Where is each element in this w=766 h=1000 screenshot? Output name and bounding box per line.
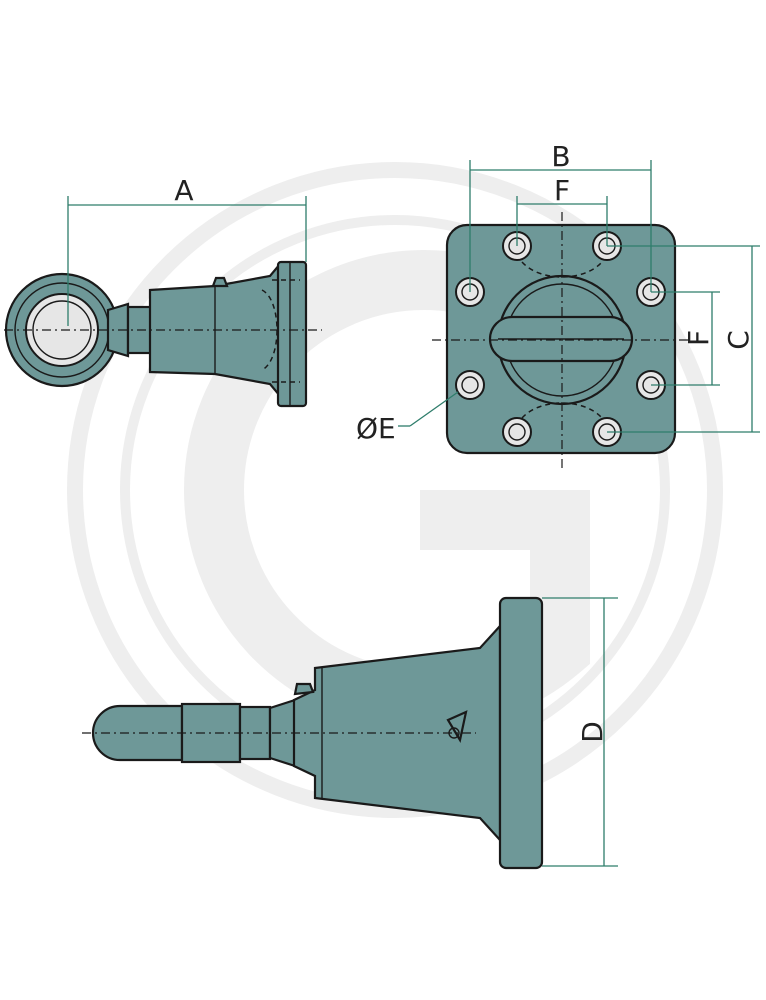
label-b: B (551, 140, 570, 173)
dimension-f-top: F (516, 174, 608, 246)
front-view (432, 212, 690, 468)
label-c: C (722, 330, 755, 350)
label-f-top: F (554, 174, 570, 207)
label-f-side: F (682, 330, 715, 346)
dimension-c: C (607, 245, 760, 433)
label-d: D (576, 721, 609, 743)
dimension-e: ØE (356, 391, 459, 445)
dimension-d: D (542, 597, 618, 867)
dimension-f-side: F (651, 291, 720, 386)
label-a: A (174, 174, 193, 207)
dimension-b: B (469, 140, 652, 292)
bottom-view (82, 596, 544, 870)
side-view (4, 260, 322, 408)
dimension-a: A (67, 174, 307, 326)
label-e: ØE (356, 412, 396, 445)
